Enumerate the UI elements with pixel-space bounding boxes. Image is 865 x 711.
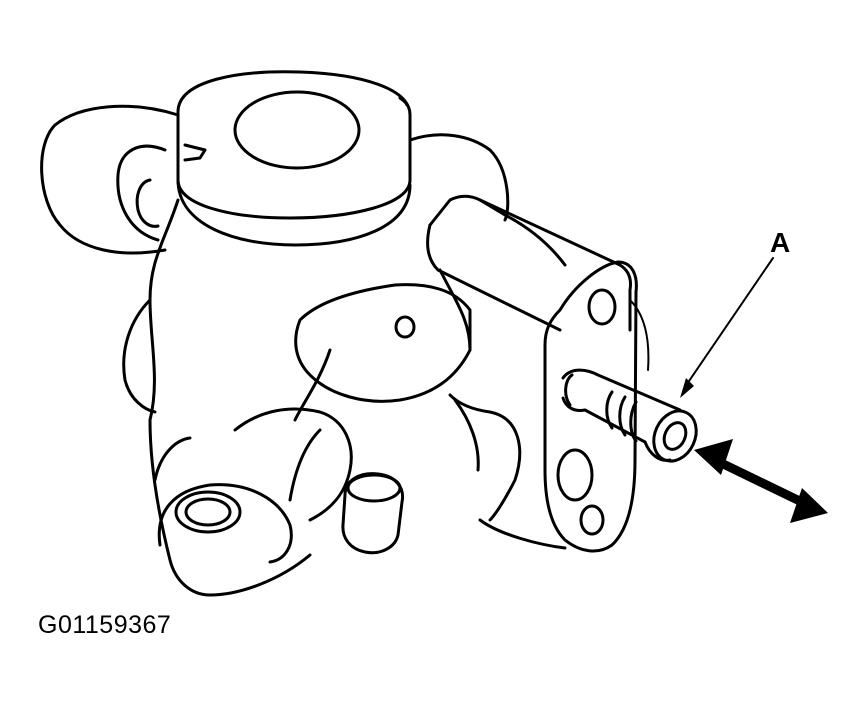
left-boss: [40, 104, 180, 255]
middle-bracket: [233, 283, 480, 522]
small-plug: [341, 472, 405, 555]
top-neck: [176, 70, 412, 247]
callout-label-a: A: [770, 227, 790, 258]
figure-id: G01159367: [38, 611, 172, 639]
shaft-a: [561, 368, 698, 463]
valve-housing: [426, 194, 632, 550]
mounting-ear: [157, 483, 293, 564]
main-body: [122, 133, 510, 597]
double-arrow-icon: [694, 439, 828, 523]
front-flange: [543, 260, 650, 553]
callout-leader-a: [680, 257, 774, 398]
leader-arrowhead-icon: [680, 378, 694, 398]
